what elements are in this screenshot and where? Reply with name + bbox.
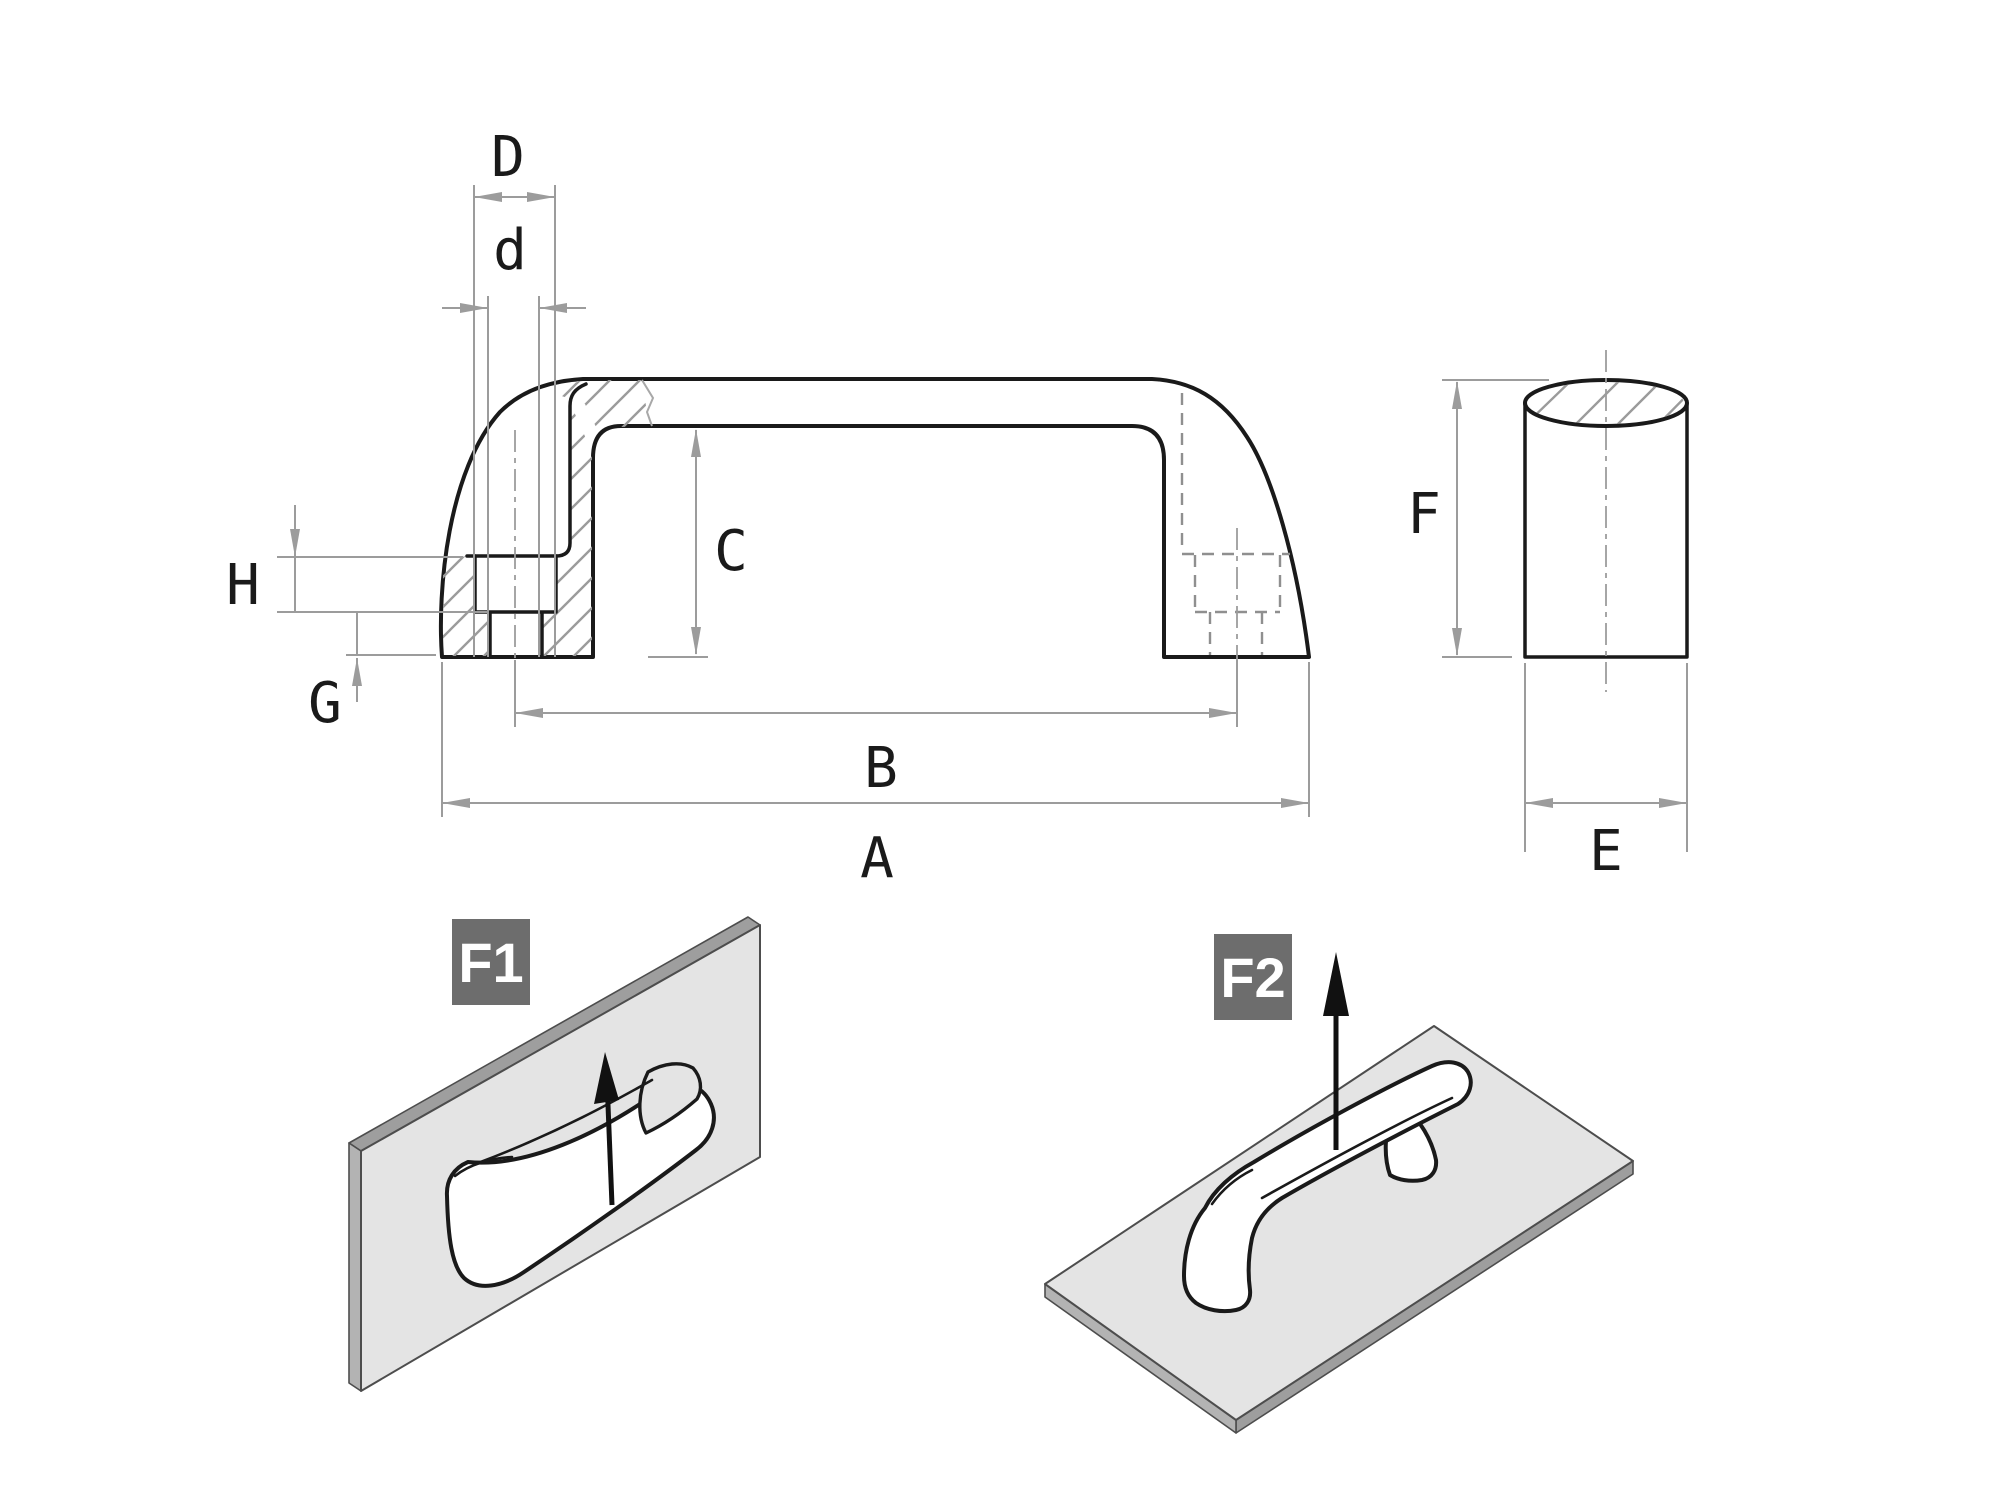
panel-left-edge	[348, 1142, 362, 1392]
handle-3d-f1-grip-hole	[638, 1062, 703, 1135]
force-arrow-up-icon-f2	[1323, 952, 1349, 1150]
end-view-hatch	[1528, 382, 1684, 424]
mounting-f2-illustration: F2	[1044, 934, 1634, 1434]
handle-3d-f2-leg-line	[1210, 1168, 1254, 1206]
dim-label-D: D	[491, 125, 525, 190]
main-section-view: D d H G C B	[226, 125, 1311, 891]
dim-label-H: H	[226, 553, 260, 618]
dimension-D: D	[473, 125, 556, 657]
handle-3d-f2	[1182, 1060, 1473, 1314]
hatch-left-boss	[443, 556, 490, 656]
end-view-sides	[1523, 401, 1689, 659]
dim-label-F: F	[1407, 482, 1441, 547]
dim-label-G: G	[308, 671, 342, 736]
dimension-G: G	[308, 612, 436, 736]
handle-3d-f1-edge-line	[476, 1078, 654, 1165]
mounting-f1-illustration: F1	[348, 916, 761, 1392]
handle-3d-f1-foot-line	[453, 1155, 514, 1178]
dimension-E: E	[1524, 663, 1688, 884]
dim-label-d: d	[493, 218, 527, 283]
handle-3d-f1	[444, 1062, 716, 1288]
dimension-F: F	[1407, 379, 1549, 658]
handle-3d-f2-edge-line	[1260, 1096, 1454, 1200]
dim-label-A: A	[860, 826, 894, 891]
dimension-A: A	[441, 662, 1310, 891]
end-view: F E	[1407, 350, 1689, 884]
dimension-B: B	[514, 660, 1238, 801]
dimension-C: C	[648, 429, 748, 658]
dim-label-E: E	[1589, 819, 1623, 884]
plate-face	[1044, 1025, 1634, 1421]
f1-badge-label: F1	[458, 931, 523, 994]
hatch-right-wall	[543, 405, 592, 656]
section-break-line	[641, 379, 655, 427]
dimension-d: d	[442, 218, 586, 657]
dim-label-C: C	[714, 519, 748, 584]
force-arrow-up-icon-f1	[594, 1052, 619, 1206]
f1-badge	[452, 919, 530, 1005]
dim-label-B: B	[864, 736, 898, 801]
dimension-H: H	[226, 505, 487, 618]
pocket-wall-line	[465, 382, 588, 558]
f2-badge-label: F2	[1220, 946, 1285, 1009]
f2-badge	[1214, 934, 1292, 1020]
